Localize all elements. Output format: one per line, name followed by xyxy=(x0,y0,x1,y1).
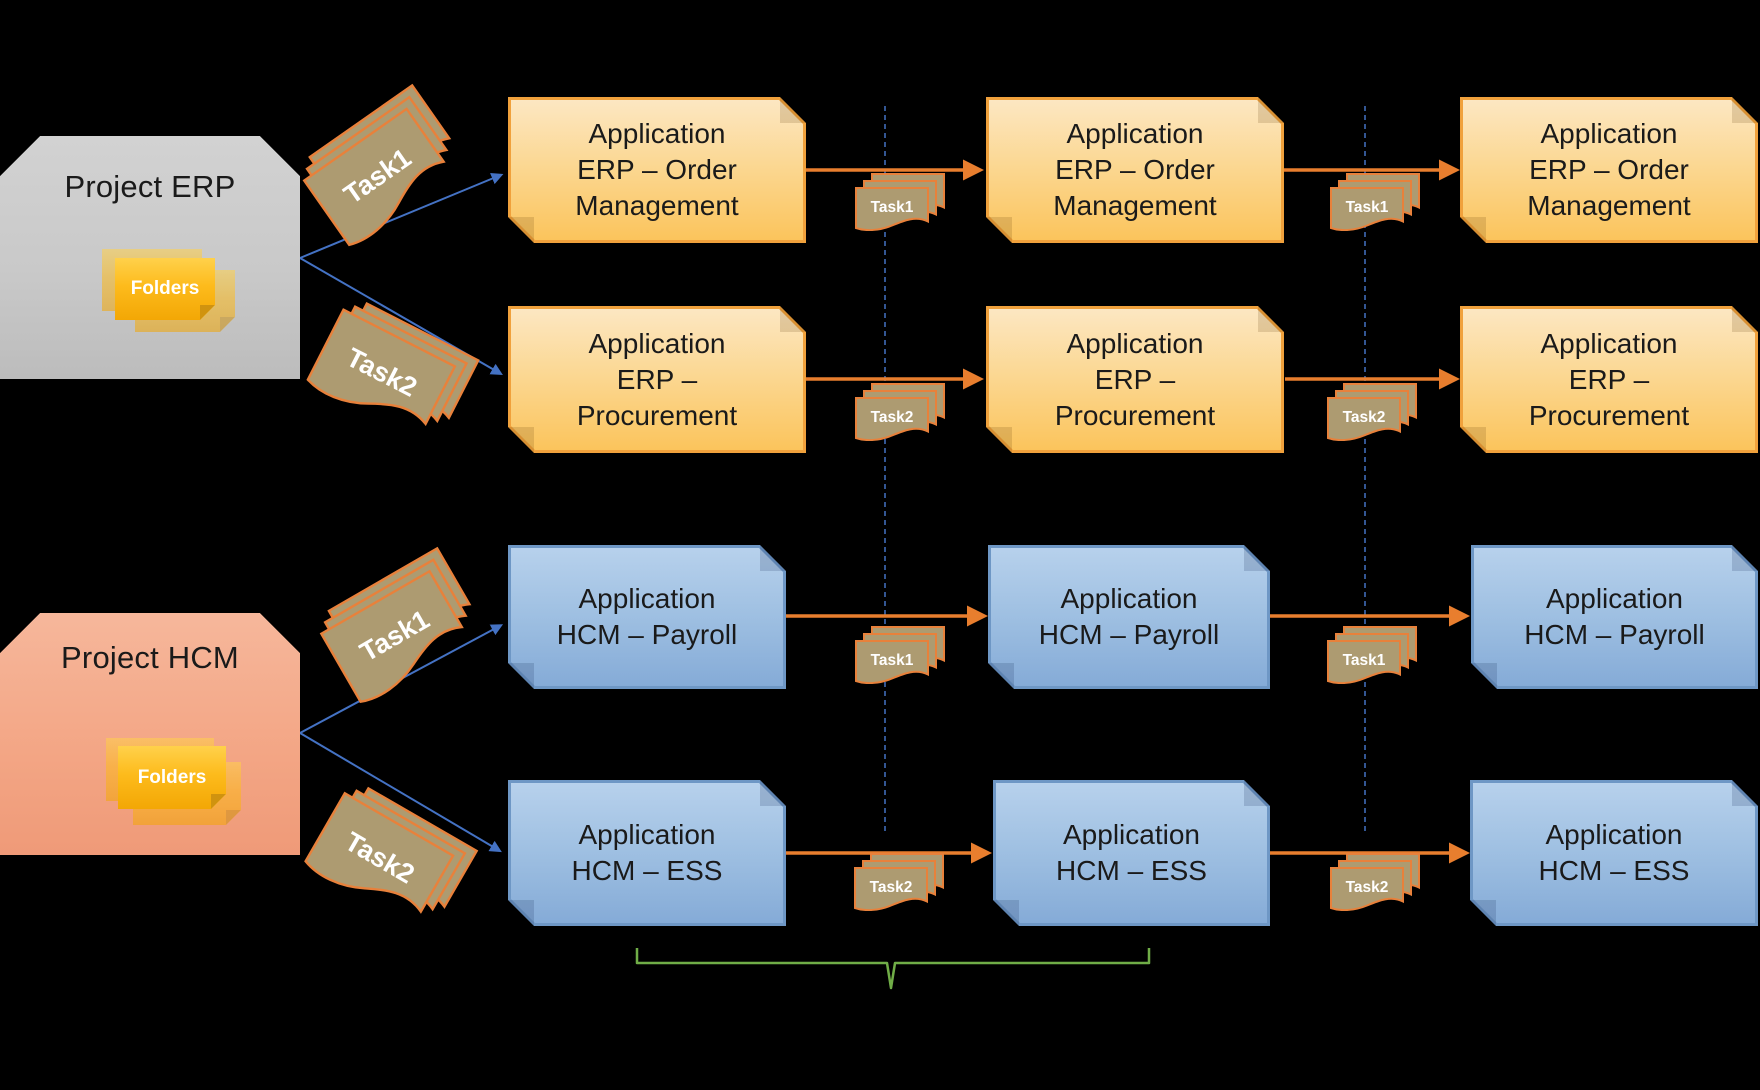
task-label: Task1 xyxy=(1345,199,1389,216)
app-box-label: Application HCM – Payroll xyxy=(1474,548,1755,686)
app-box-hcm-payroll-env2: Application HCM – Payroll xyxy=(988,545,1270,689)
hcm-folders-stack: Folders xyxy=(118,746,226,809)
app-box-erp-order-mgmt-env3: Application ERP – Order Management xyxy=(1460,97,1758,243)
migration-stack-order-mgmt-2: Task1 xyxy=(1330,173,1420,232)
app-box-hcm-payroll-env1: Application HCM – Payroll xyxy=(508,545,786,689)
app-box-label: Application ERP – Procurement xyxy=(1463,309,1755,450)
hcm-to-ess-arrow xyxy=(299,732,502,853)
hcm-folders-label: Folders xyxy=(137,766,207,788)
migration-stack-payroll-1: Task1 xyxy=(855,626,945,685)
app-box-hcm-ess-env1: Application HCM – ESS xyxy=(508,780,786,926)
project-erp-title: Project ERP xyxy=(64,169,236,204)
app-box-hcm-ess-env2: Application HCM – ESS xyxy=(993,780,1270,926)
app-box-label: Application HCM – Payroll xyxy=(511,548,783,686)
task-label: Task1 xyxy=(870,652,914,669)
task-label: Task1 xyxy=(870,199,914,216)
app-box-hcm-payroll-env3: Application HCM – Payroll xyxy=(1471,545,1758,689)
app-box-label: Application ERP – Procurement xyxy=(511,309,803,450)
task-label: Task2 xyxy=(869,879,913,896)
project-erp-shape: Project ERP Folders xyxy=(0,136,300,379)
app-box-label: Application ERP – Procurement xyxy=(989,309,1281,450)
task-label: Task1 xyxy=(1342,652,1386,669)
task-label: Task2 xyxy=(1342,409,1386,426)
app-box-label: Application HCM – ESS xyxy=(996,783,1267,923)
app-box-hcm-ess-env3: Application HCM – ESS xyxy=(1470,780,1758,926)
migration-stack-ess-1: Task2 xyxy=(854,853,944,912)
app-box-erp-procurement-env3: Application ERP – Procurement xyxy=(1460,306,1758,453)
scope-bracket xyxy=(635,948,1151,990)
migration-stack-procurement-1: Task2 xyxy=(855,383,945,442)
erp-to-order-mgmt-arrow xyxy=(299,172,504,259)
app-box-label: Application ERP – Order Management xyxy=(511,100,803,240)
app-box-label: Application ERP – Order Management xyxy=(989,100,1281,240)
migration-stack-payroll-2: Task1 xyxy=(1327,626,1417,685)
erp-folders-stack: Folders xyxy=(115,258,215,320)
app-box-erp-procurement-env1: Application ERP – Procurement xyxy=(508,306,806,453)
app-box-label: Application ERP – Order Management xyxy=(1463,100,1755,240)
app-box-label: Application HCM – Payroll xyxy=(991,548,1267,686)
task-label: Task2 xyxy=(1345,879,1389,896)
migration-stack-order-mgmt-1: Task1 xyxy=(855,173,945,232)
app-box-label: Application HCM – ESS xyxy=(1473,783,1755,923)
app-box-erp-procurement-env2: Application ERP – Procurement xyxy=(986,306,1284,453)
migration-stack-procurement-2: Task2 xyxy=(1327,383,1417,442)
project-hcm-shape: Project HCM Folders xyxy=(0,613,300,855)
migration-stack-ess-2: Task2 xyxy=(1330,853,1420,912)
erp-folders-label: Folders xyxy=(130,278,200,299)
app-box-erp-order-mgmt-env1: Application ERP – Order Management xyxy=(508,97,806,243)
task-label: Task2 xyxy=(870,409,914,426)
app-box-erp-order-mgmt-env2: Application ERP – Order Management xyxy=(986,97,1284,243)
project-hcm-title: Project HCM xyxy=(61,640,239,675)
app-box-label: Application HCM – ESS xyxy=(511,783,783,923)
